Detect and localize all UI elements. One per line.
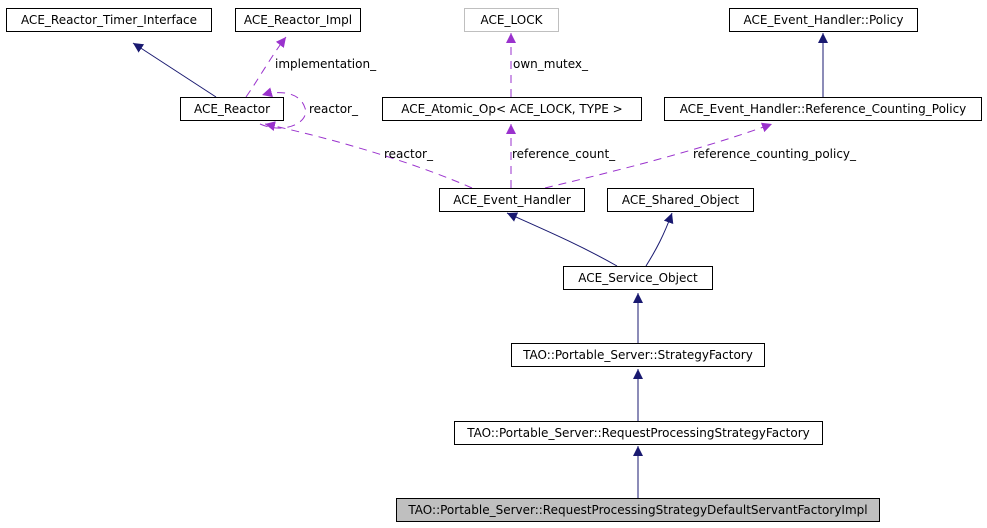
- edge-label-reference-count: reference_count_: [512, 147, 616, 161]
- edge-service-object-to-event-handler: [506, 212, 618, 267]
- node-ace-reactor-timer-interface[interactable]: ACE_Reactor_Timer_Interface: [6, 8, 212, 32]
- edge-label-implementation: implementation_: [275, 57, 377, 71]
- node-ace-service-object[interactable]: ACE_Service_Object: [563, 266, 713, 290]
- edge-service-object-to-shared-object: [645, 212, 674, 267]
- node-tao-request-processing-strategy-factory[interactable]: TAO::Portable_Server::RequestProcessingS…: [454, 421, 823, 445]
- edge-label-reference-counting-policy: reference_counting_policy_: [693, 147, 857, 161]
- edge-reactor-to-reactor-impl: [245, 36, 287, 98]
- edge-event-handler-to-reactor: [264, 121, 473, 189]
- node-ace-shared-object[interactable]: ACE_Shared_Object: [607, 188, 754, 212]
- node-ace-event-handler[interactable]: ACE_Event_Handler: [439, 188, 585, 212]
- node-tao-strategy-factory[interactable]: TAO::Portable_Server::StrategyFactory: [511, 343, 765, 367]
- edge-label-own-mutex: own_mutex_: [513, 57, 589, 71]
- node-ace-lock[interactable]: ACE_LOCK: [464, 8, 559, 32]
- node-tao-request-processing-strategy-default-servant-factory-impl[interactable]: TAO::Portable_Server::RequestProcessingS…: [396, 498, 880, 522]
- edge-label-reactor: reactor_: [384, 147, 433, 161]
- node-ace-reactor[interactable]: ACE_Reactor: [180, 97, 284, 121]
- node-ace-atomic-op[interactable]: ACE_Atomic_Op< ACE_LOCK, TYPE >: [382, 97, 642, 121]
- edge-event-handler-to-ref-counting: [544, 122, 773, 189]
- edge-reactor-to-timer-interface: [132, 42, 217, 98]
- edge-label-reactor-self: reactor_: [309, 102, 358, 116]
- node-ace-reactor-impl[interactable]: ACE_Reactor_Impl: [235, 8, 361, 32]
- node-ace-event-handler-reference-counting-policy[interactable]: ACE_Event_Handler::Reference_Counting_Po…: [664, 97, 982, 121]
- edge-reactor-self-loop: [259, 87, 307, 129]
- node-ace-event-handler-policy[interactable]: ACE_Event_Handler::Policy: [729, 8, 918, 32]
